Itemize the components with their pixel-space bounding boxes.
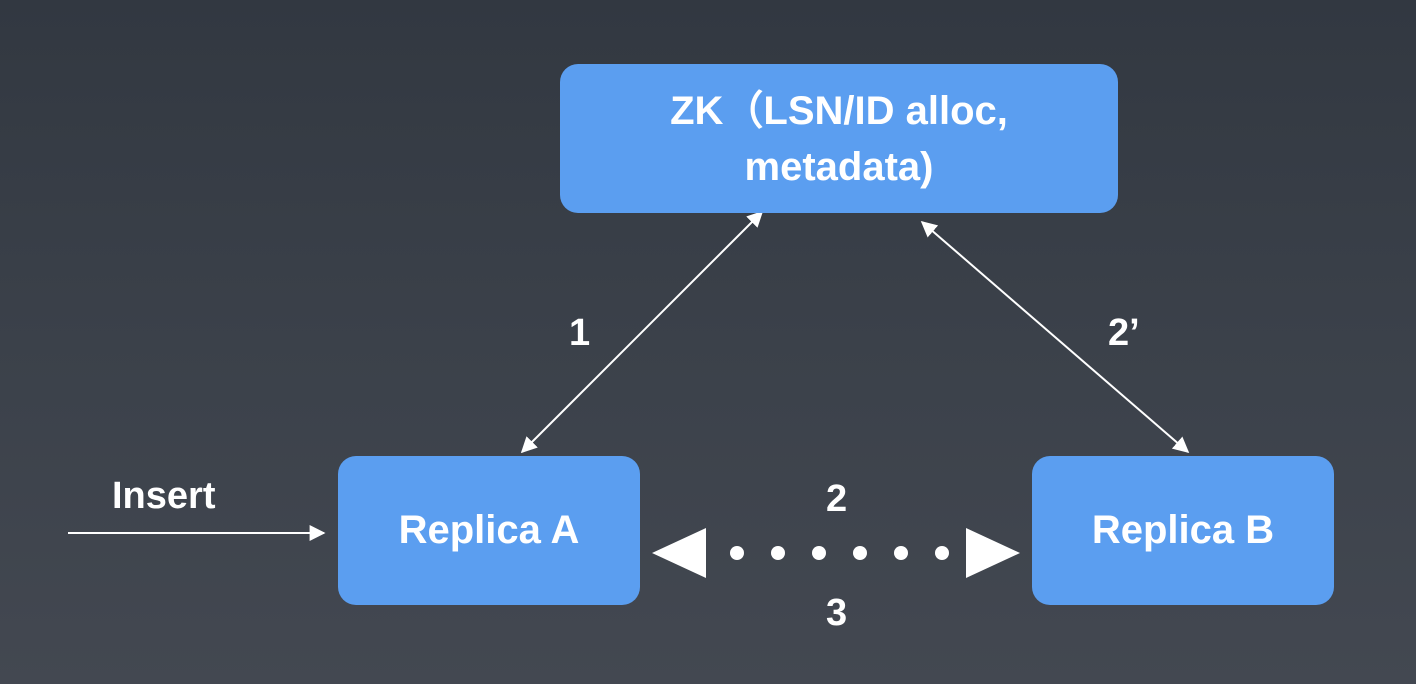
replica-b-label: Replica B [1091,508,1275,552]
zk-node-label: ZK（LSN/ID alloc, metadata) [670,88,1008,189]
replica-a-node: Replica A [338,456,640,605]
replica-a-label: Replica A [398,508,580,552]
edge-replica-a-replica-b [652,528,1020,578]
edge-label-3: 3 [826,592,848,634]
dot [853,546,867,560]
dot [771,546,785,560]
right-arrowhead [966,528,1020,578]
edge-label-2-prime: 2’ [1108,312,1140,354]
replica-b-node: Replica B [1032,456,1334,605]
dot [935,546,949,560]
dot [894,546,908,560]
left-arrowhead [652,528,706,578]
edge-replica-a-zk [520,210,764,454]
dot [812,546,826,560]
edge-label-2: 2 [826,478,848,520]
edge-zk-replica-b [920,220,1190,454]
dot [730,546,744,560]
zk-node: ZK（LSN/ID alloc, metadata) [560,64,1118,213]
insert-label: Insert [112,475,216,517]
edge-label-1: 1 [569,312,591,354]
